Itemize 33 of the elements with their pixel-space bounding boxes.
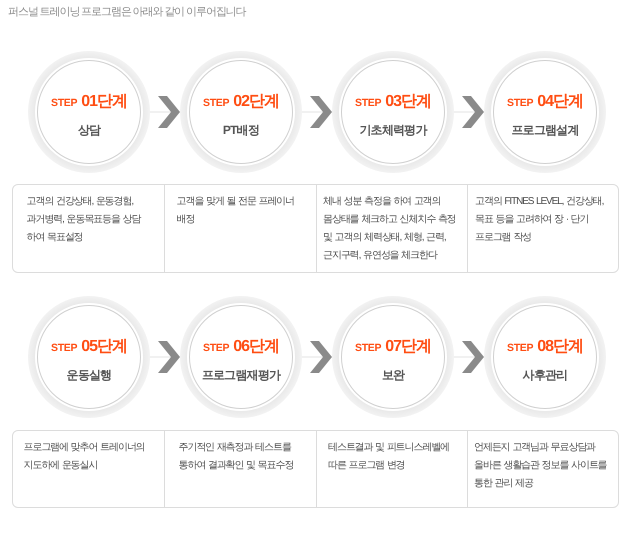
step-label: STEP 02단계 — [202, 93, 280, 112]
description-text: 고객의 건강상태, 운동경험, 과거병력, 운동목표등을 상담 하여 목표설정 — [26, 195, 142, 245]
step-label: STEP 03단계 — [354, 93, 432, 112]
description-box — [467, 184, 619, 273]
description-text: 언제든지 고객님과 무료상담과 올바른 생활습관 정보를 사이트를 통한 관리 제공 — [474, 441, 608, 491]
step-title: 운동실행 — [66, 368, 112, 383]
step-title: 프로그램설계 — [511, 123, 579, 138]
description-box — [467, 430, 619, 508]
description-text: 테스트결과 및 피트니스레벨에 따른 프로그램 변경 — [328, 441, 450, 473]
description-box — [316, 184, 468, 273]
step-title: 사후관리 — [522, 368, 568, 383]
step-title: 기초체력평가 — [359, 123, 427, 138]
description-box — [164, 184, 317, 273]
description-text: 고객을 맞게 될 전문 프레이너 배정 — [176, 195, 296, 227]
step-title: 보완 — [382, 368, 404, 383]
description-box — [164, 430, 317, 508]
step-label: STEP 08단계 — [506, 338, 584, 357]
step-label: STEP 05단계 — [50, 338, 128, 357]
description-box — [12, 184, 165, 273]
step-label: STEP 04단계 — [506, 93, 584, 112]
step-title: 상담 — [78, 123, 100, 138]
step-label: STEP 07단계 — [354, 338, 432, 357]
step-title: 프로그램재평가 — [202, 368, 280, 383]
description-text: 체내 성분 측정을 하여 고객의 몸상태를 체크하고 신체치수 측정 및 고객의 체력상태, 체형, 근력, 근지구력, 유연성을 체크한다 — [323, 195, 457, 263]
description-text: 고객의 FITNES LEVEL, 건강상태, 목표 등을 고려하여 장 · 단기 프로그램 작성 — [475, 195, 604, 245]
step-title: PT배정 — [222, 123, 260, 138]
step-label: STEP 01단계 — [50, 93, 128, 112]
description-text: 주기적인 재측정과 테스트를 통하여 결과확인 및 목표수정 — [178, 441, 294, 473]
description-text: 프로그램에 맞추어 트레이너의 지도하에 운동실시 — [24, 441, 146, 473]
description-box — [316, 430, 468, 508]
step-label: STEP 06단계 — [202, 338, 280, 357]
description-box — [12, 430, 165, 508]
page-title: 퍼스널 트레이닝 프로그램은 아래와 같이 이루어집니다 — [8, 5, 246, 19]
